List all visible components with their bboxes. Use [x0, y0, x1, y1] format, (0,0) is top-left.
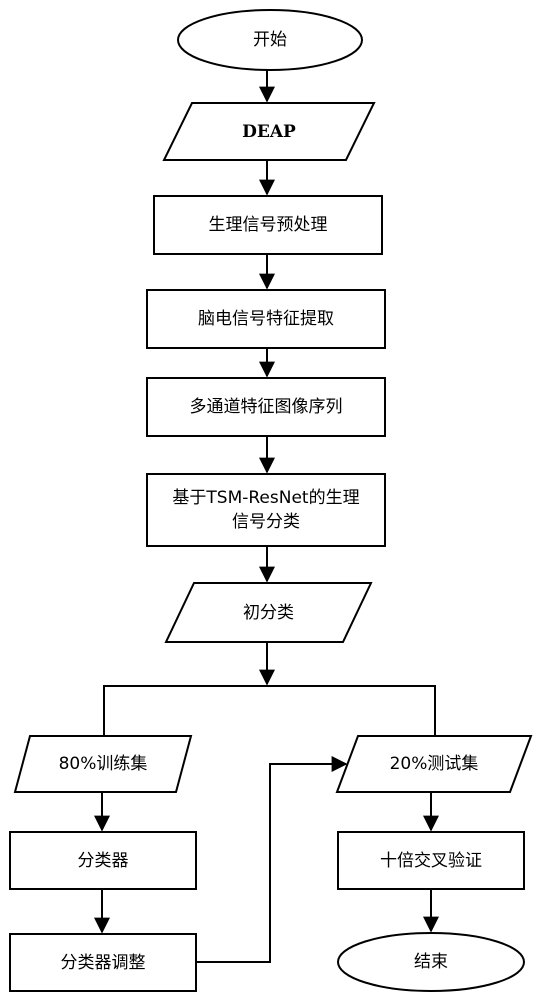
- preprocess-node: [153, 195, 383, 255]
- start-node: [177, 9, 363, 71]
- image-sequence-label: 多通道特征图像序列: [189, 397, 343, 417]
- classify-label-line1: 基于TSM-ResNet的生理: [172, 488, 360, 508]
- classifier-node: [9, 831, 197, 890]
- cross-validation-label: 十倍交叉验证: [380, 850, 482, 871]
- feature-extract-label: 脑电信号特征提取: [198, 309, 334, 329]
- test-set-node: [335, 735, 533, 793]
- initial-class-node: [164, 582, 373, 643]
- split-line: [103, 685, 436, 736]
- feature-extract-node: [146, 289, 386, 349]
- start-label: 开始: [253, 30, 287, 50]
- cross-validation-node: [337, 831, 525, 890]
- classifier-tune-label: 分类器调整: [60, 952, 146, 973]
- end-node: [337, 932, 525, 992]
- image-sequence-node: [146, 377, 386, 437]
- classify-label: 基于TSM-ResNet的生理 信号分类: [147, 474, 385, 546]
- dataset-node: [162, 102, 376, 161]
- initial-class-label: 初分类: [243, 602, 294, 623]
- test-set-label: 20%测试集: [389, 754, 479, 774]
- train-set-label: 80%训练集: [58, 754, 148, 774]
- end-label: 结束: [414, 952, 448, 972]
- arrow-tune-to-test: [196, 756, 348, 963]
- dataset-label: DEAP: [242, 121, 296, 142]
- train-set-node: [13, 735, 193, 793]
- preprocess-label: 生理信号预处理: [208, 215, 328, 235]
- classifier-label: 分类器: [77, 850, 129, 871]
- classify-label-line2: 信号分类: [232, 512, 300, 532]
- classifier-tune-node: [9, 933, 197, 992]
